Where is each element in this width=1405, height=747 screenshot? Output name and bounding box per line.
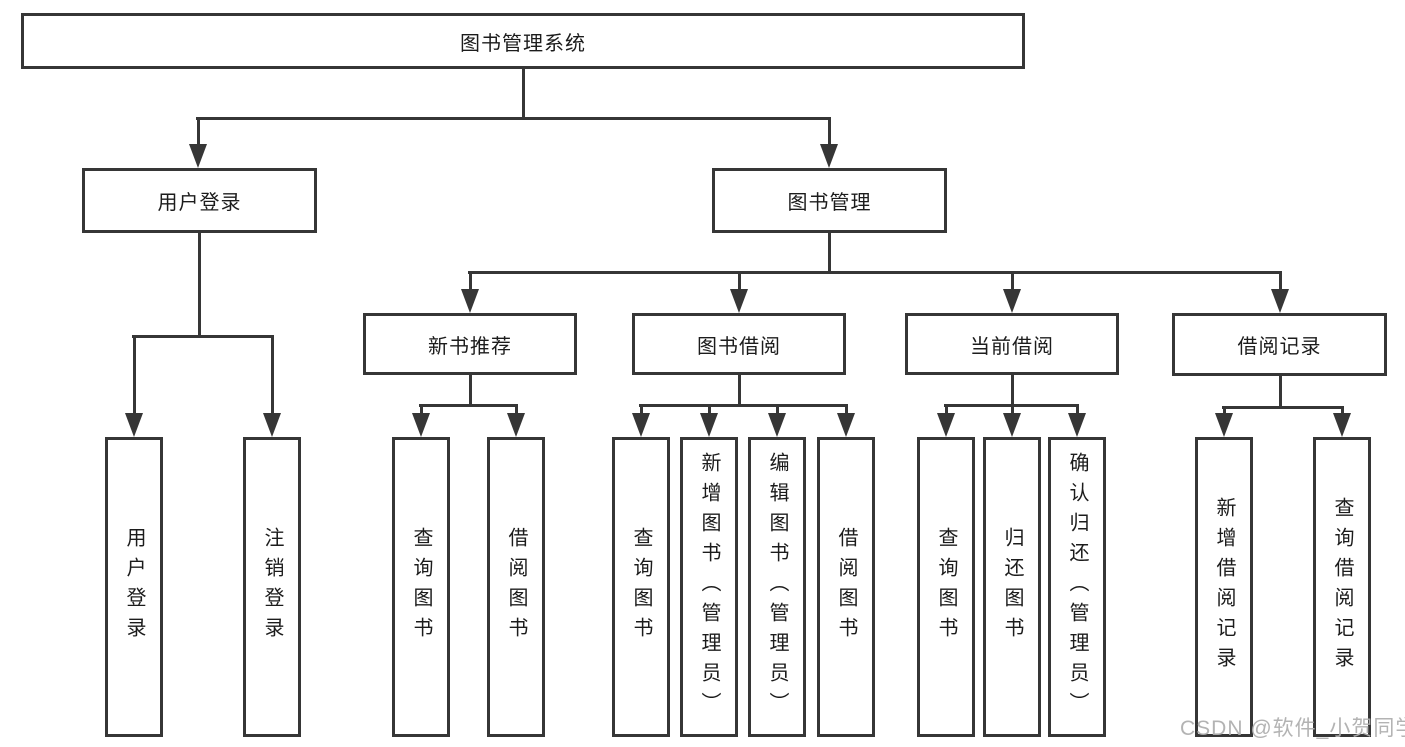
connector-stub [198, 233, 201, 338]
arrowhead-down-icon [730, 289, 748, 313]
arrowhead-down-icon [125, 413, 143, 437]
node-library-management-system: 图书管理系统 [21, 13, 1025, 69]
watermark: CSDN @软件_小贺同学 [1180, 717, 1405, 740]
node-book-management: 图书管理 [712, 168, 947, 233]
arrowhead-down-icon [700, 413, 718, 437]
arrowhead-down-icon [1003, 413, 1021, 437]
arrowhead-down-icon [189, 144, 207, 168]
leaf-query-book-3: 查询图书 [917, 437, 975, 737]
arrow-shaft [469, 272, 472, 295]
leaf-add-book-admin: 新增图书（管理员） [680, 437, 738, 737]
node-user-login: 用户登录 [82, 168, 317, 233]
connector-rail [132, 335, 274, 338]
leaf-edit-book-admin-label: 编辑图书（管理员） [766, 452, 788, 722]
leaf-query-book-2-label: 查询图书 [630, 527, 652, 647]
connector-rail [639, 404, 848, 407]
arrow-shaft [133, 336, 136, 419]
arrowhead-down-icon [937, 413, 955, 437]
arrowhead-down-icon [768, 413, 786, 437]
arrow-shaft [945, 405, 948, 419]
leaf-query-borrow-record-label: 查询借阅记录 [1331, 497, 1353, 677]
arrowhead-down-icon [1068, 413, 1086, 437]
leaf-query-book-2: 查询图书 [612, 437, 670, 737]
connector-stub [738, 375, 741, 407]
arrowhead-down-icon [1333, 413, 1351, 437]
arrow-shaft [1076, 405, 1079, 419]
arrow-shaft [420, 405, 423, 419]
leaf-add-book-admin-label: 新增图书（管理员） [698, 452, 720, 722]
arrow-shaft [738, 272, 741, 295]
node-new-book-recommendation: 新书推荐 [363, 313, 577, 375]
arrowhead-down-icon [837, 413, 855, 437]
leaf-edit-book-admin: 编辑图书（管理员） [748, 437, 806, 737]
leaf-logout: 注销登录 [243, 437, 301, 737]
leaf-borrow-book-2: 借阅图书 [817, 437, 875, 737]
arrowhead-down-icon [507, 413, 525, 437]
node-borrowing-records: 借阅记录 [1172, 313, 1387, 376]
arrow-shaft [271, 336, 274, 419]
arrow-shaft [640, 405, 643, 419]
arrow-shaft [197, 118, 200, 150]
leaf-add-borrow-record-label: 新增借阅记录 [1213, 497, 1235, 677]
arrow-shaft [1279, 272, 1282, 295]
connector-stub [1011, 375, 1014, 407]
node-current-borrowing: 当前借阅 [905, 313, 1119, 375]
arrow-shaft [1011, 405, 1014, 419]
arrow-shaft [1011, 272, 1014, 295]
arrow-shaft [776, 405, 779, 419]
arrowhead-down-icon [1215, 413, 1233, 437]
connector-rail [419, 404, 518, 407]
leaf-logout-label: 注销登录 [261, 527, 283, 647]
arrow-shaft [708, 405, 711, 419]
arrowhead-down-icon [263, 413, 281, 437]
leaf-confirm-return-admin: 确认归还（管理员） [1048, 437, 1106, 737]
leaf-user-login-label: 用户登录 [123, 527, 145, 647]
connector-stub [828, 233, 831, 274]
leaf-borrow-book-2-label: 借阅图书 [835, 527, 857, 647]
leaf-confirm-return-admin-label: 确认归还（管理员） [1066, 452, 1088, 722]
arrowhead-down-icon [412, 413, 430, 437]
leaf-query-book-3-label: 查询图书 [935, 527, 957, 647]
arrowhead-down-icon [1271, 289, 1289, 313]
leaf-return-book-label: 归还图书 [1001, 527, 1023, 647]
connector-rail [1222, 406, 1344, 409]
leaf-borrow-book-1-label: 借阅图书 [505, 527, 527, 647]
leaf-return-book: 归还图书 [983, 437, 1041, 737]
arrowhead-down-icon [820, 144, 838, 168]
connector-stub [1279, 376, 1282, 408]
leaf-user-login: 用户登录 [105, 437, 163, 737]
connector-stub [469, 375, 472, 407]
arrow-shaft [845, 405, 848, 419]
node-book-borrowing: 图书借阅 [632, 313, 846, 375]
leaf-query-book-1: 查询图书 [392, 437, 450, 737]
connector-rail [468, 271, 1282, 274]
leaf-borrow-book-1: 借阅图书 [487, 437, 545, 737]
connector-rail [196, 117, 831, 120]
arrowhead-down-icon [461, 289, 479, 313]
leaf-query-borrow-record: 查询借阅记录 [1313, 437, 1371, 737]
arrow-shaft [828, 118, 831, 150]
leaf-query-book-1-label: 查询图书 [410, 527, 432, 647]
arrow-shaft [515, 405, 518, 419]
arrowhead-down-icon [1003, 289, 1021, 313]
connector-stub [522, 69, 525, 119]
leaf-add-borrow-record: 新增借阅记录 [1195, 437, 1253, 737]
arrowhead-down-icon [632, 413, 650, 437]
